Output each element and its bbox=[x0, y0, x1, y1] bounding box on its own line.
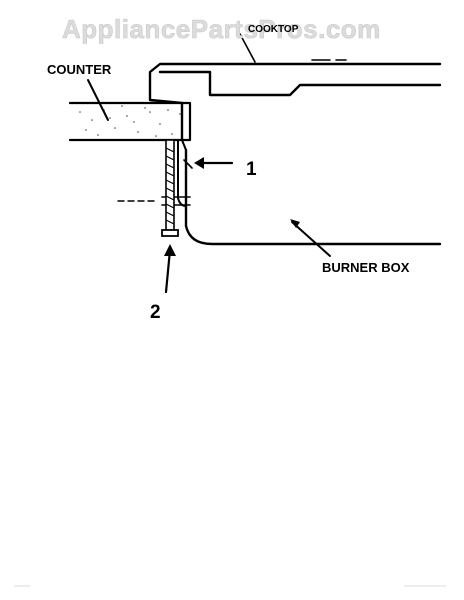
cooktop-label: COOKTOP bbox=[248, 24, 299, 35]
callout-2-arrow bbox=[164, 244, 176, 294]
callout-1-arrow bbox=[194, 157, 234, 169]
counter-label: COUNTER bbox=[47, 62, 112, 77]
counter-slab bbox=[68, 79, 192, 142]
callout-1-number: 1 bbox=[246, 159, 257, 180]
cooktop-profile bbox=[148, 33, 442, 142]
burner-box bbox=[184, 148, 442, 257]
callout-2-number: 2 bbox=[150, 302, 161, 323]
screw bbox=[117, 139, 179, 237]
watermark-text: AppliancePartsPros.com bbox=[62, 14, 381, 44]
burner-box-label: BURNER BOX bbox=[322, 260, 410, 275]
